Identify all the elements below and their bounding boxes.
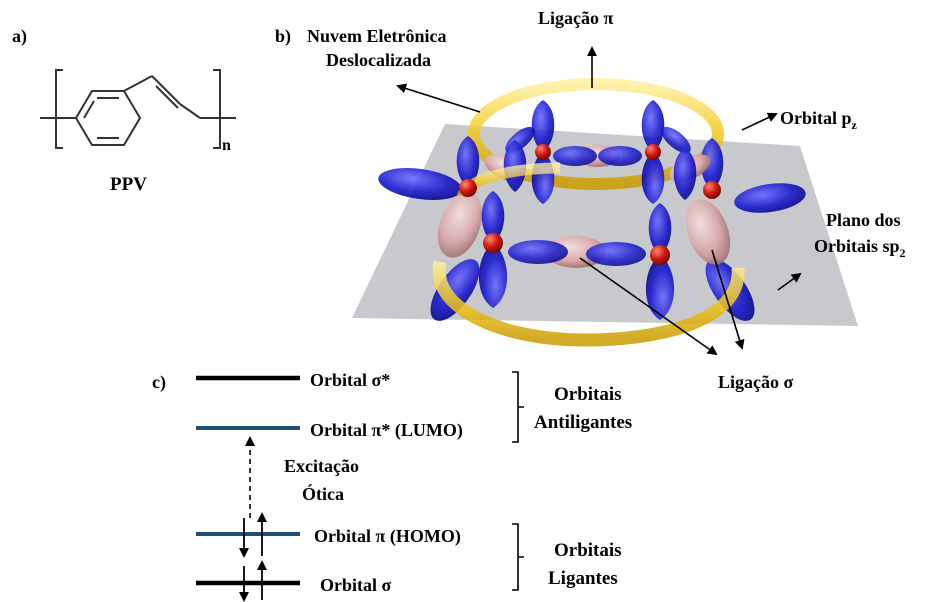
- arrow-pz: [741, 112, 778, 131]
- bonding-line1: Orbitais: [554, 540, 622, 561]
- pz-label-sub: z: [852, 118, 858, 132]
- bonding-line2: Ligantes: [548, 568, 618, 589]
- cloud-label-line1: Nuvem Eletrônica: [307, 26, 446, 46]
- panel-a-label: a): [12, 26, 27, 47]
- plane-label-line1: Plano dos: [826, 210, 901, 230]
- excitation-line1: Excitação: [284, 456, 359, 476]
- level-sigma-star-text: Orbital σ*: [310, 370, 390, 390]
- ppv-name: PPV: [110, 174, 147, 195]
- plane-label-line2: Orbitais sp2: [814, 236, 906, 260]
- front-orbitals: [478, 140, 697, 320]
- ppv-structure: [40, 69, 236, 149]
- pz-label: Orbital pz: [780, 108, 858, 132]
- panel-c-label: c): [152, 372, 166, 393]
- arrow-sigma-1: [579, 257, 718, 356]
- pi-cloud-upper-ring: [468, 78, 724, 190]
- excitation-line2: Ótica: [302, 483, 344, 504]
- arrow-sigma-2: [711, 249, 745, 350]
- left-bracket: [55, 69, 63, 149]
- arrow-plane: [777, 272, 802, 291]
- level-pi-text: Orbital π (HOMO): [314, 526, 461, 547]
- panel-b: b): [275, 8, 906, 392]
- pz-label-main: Orbital p: [780, 108, 852, 128]
- plane-label-line2-main: Orbitais sp: [814, 236, 900, 256]
- level-pi-star-text: Orbital π* (LUMO): [310, 420, 463, 441]
- pi-cloud-lower-ring: [432, 260, 745, 347]
- bonding-bracket: [512, 523, 524, 591]
- cloud-label-line2: Deslocalizada: [326, 50, 431, 70]
- repeat-subscript: n: [222, 137, 231, 154]
- panel-b-label: b): [275, 26, 291, 47]
- benzene-ring: [74, 90, 142, 146]
- panel-a: a) n PPV: [12, 26, 236, 195]
- carbon-atoms: [459, 144, 721, 265]
- level-sigma-text: Orbital σ: [320, 575, 391, 595]
- annotation-arrows: [396, 46, 802, 356]
- electron-spins: [239, 512, 267, 602]
- antibonding-line2: Antiligantes: [534, 412, 632, 433]
- antibonding-bracket: [512, 371, 524, 443]
- pi-bond-label: Ligação π: [538, 8, 613, 28]
- panel-c: c) Orbital σ* Orbital π* (LUMO) Orbital …: [152, 370, 632, 602]
- sigma-bond-label: Ligação σ: [718, 372, 793, 392]
- plane-label-line2-sub: 2: [900, 246, 906, 260]
- antibonding-line1: Orbitais: [554, 384, 622, 405]
- arrow-cloud: [396, 83, 481, 113]
- right-bracket: [213, 69, 221, 149]
